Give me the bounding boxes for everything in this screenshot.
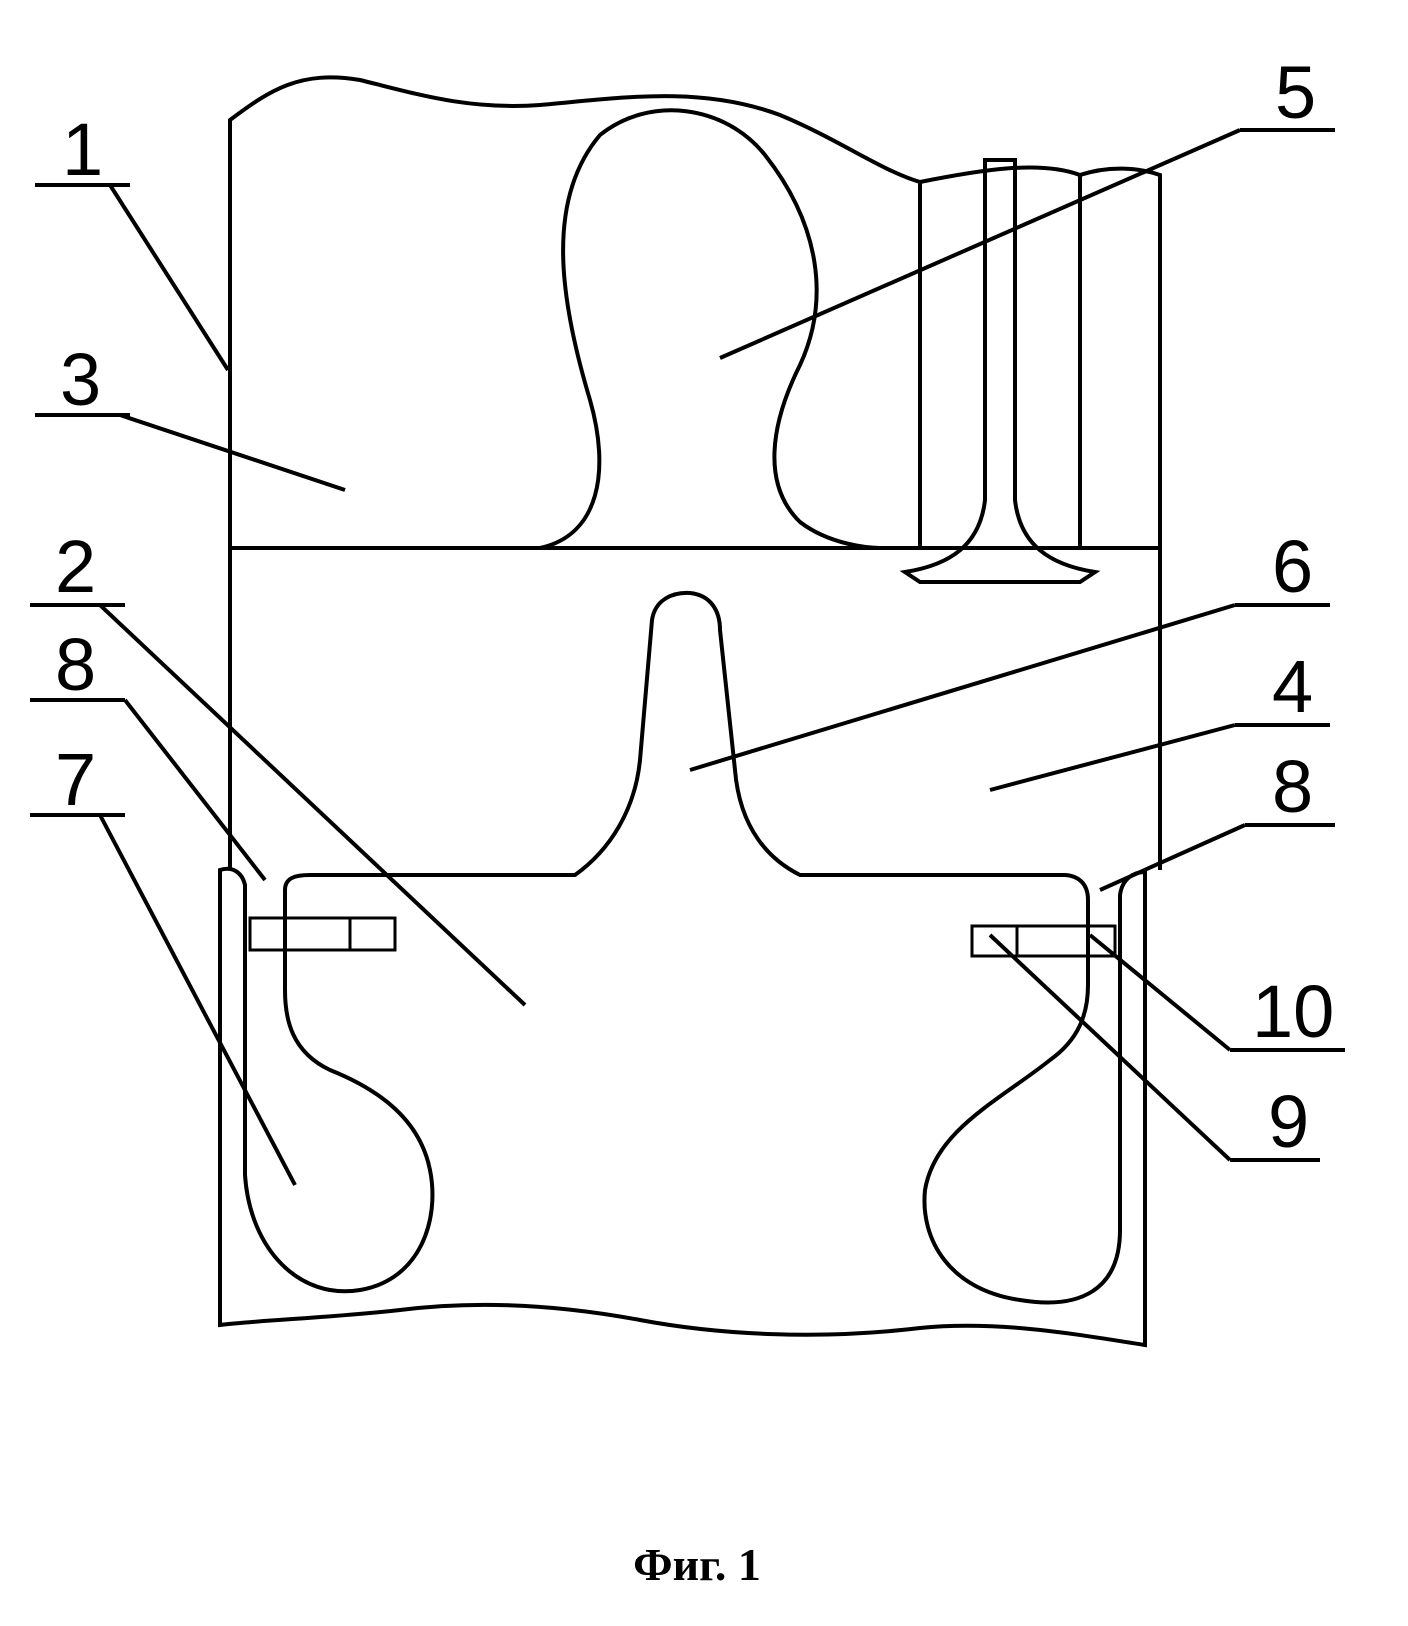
label-8-left: 8 bbox=[55, 623, 96, 706]
label-7: 7 bbox=[55, 738, 96, 821]
label-5: 5 bbox=[1275, 51, 1316, 134]
figure-caption: Фиг. 1 bbox=[633, 1539, 761, 1590]
label-10: 10 bbox=[1252, 970, 1334, 1053]
cylinder-head-right bbox=[1080, 169, 1160, 548]
leader-lines bbox=[30, 130, 1345, 1185]
label-2: 2 bbox=[55, 525, 96, 608]
ring-left-hatched bbox=[250, 918, 350, 950]
label-6: 6 bbox=[1272, 525, 1313, 608]
head-break-line bbox=[920, 167, 1080, 182]
label-8-right: 8 bbox=[1272, 745, 1313, 828]
label-3: 3 bbox=[60, 338, 101, 421]
label-9: 9 bbox=[1268, 1080, 1309, 1163]
piston bbox=[220, 593, 1145, 1345]
head-chamber bbox=[540, 110, 880, 548]
ring-left-insert bbox=[350, 918, 395, 950]
valve bbox=[905, 160, 1095, 582]
label-4: 4 bbox=[1272, 645, 1313, 728]
label-1: 1 bbox=[62, 108, 103, 191]
